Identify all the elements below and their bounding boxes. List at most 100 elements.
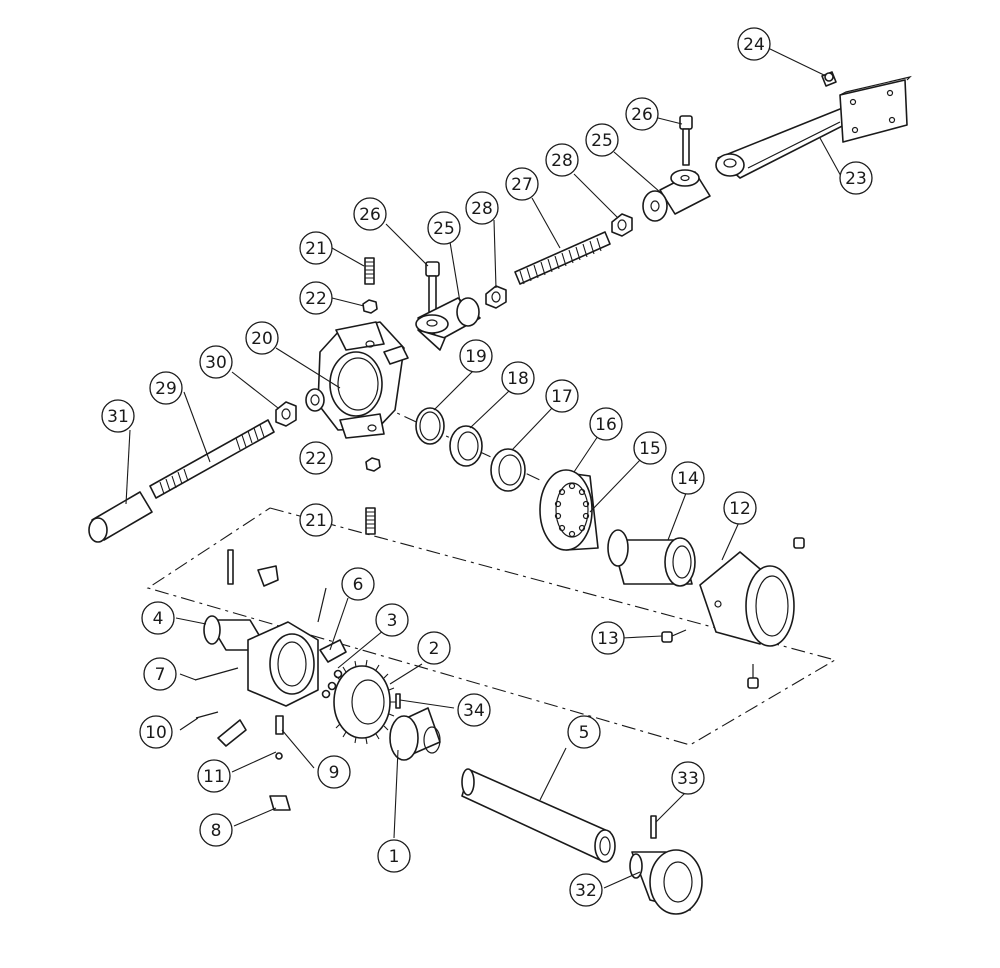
part-20-bracket <box>317 321 409 439</box>
callout-9: 9 <box>317 755 351 789</box>
callout-7: 7 <box>143 657 177 691</box>
part-34-pin <box>395 693 401 709</box>
callout-label: 3 <box>387 611 398 631</box>
leader-lines <box>125 47 843 889</box>
callout-28: 28 <box>545 143 579 177</box>
callout-circle <box>569 873 603 907</box>
part-11-ball <box>275 752 283 760</box>
callout-circle <box>299 441 333 475</box>
part-27-threaded-rod <box>514 231 611 285</box>
callout-circle <box>199 345 233 379</box>
callout-label: 31 <box>107 407 129 427</box>
callout-circle <box>245 321 279 355</box>
part-12-top-screw <box>793 537 805 549</box>
callout-20: 20 <box>245 321 279 355</box>
callout-31: 31 <box>101 399 135 433</box>
callout-circle <box>299 281 333 315</box>
callout-label: 20 <box>251 329 273 349</box>
part-9-spring <box>275 715 284 735</box>
callout-label: 5 <box>579 723 590 743</box>
callout-label: 25 <box>591 131 613 151</box>
part-28-upper-nut <box>611 213 633 237</box>
callout-24: 24 <box>737 27 771 61</box>
part-4-body <box>203 615 319 707</box>
callout-25: 25 <box>585 123 619 157</box>
part-18-washer <box>449 425 483 467</box>
callout-label: 14 <box>677 469 699 489</box>
callout-22: 22 <box>299 281 333 315</box>
callout-label: 24 <box>743 35 765 55</box>
subassembly-boundary <box>146 507 837 746</box>
callout-6: 6 <box>341 567 375 601</box>
callout-15: 15 <box>633 431 667 465</box>
part-5-tube <box>461 768 616 863</box>
callout-circle <box>723 491 757 525</box>
callout-34: 34 <box>457 693 491 727</box>
callout-circle <box>625 97 659 131</box>
callout-2: 2 <box>417 631 451 665</box>
callout-29: 29 <box>149 371 183 405</box>
callout-label: 27 <box>511 175 533 195</box>
part-26-lower-cap-screw <box>425 261 440 313</box>
callout-19: 19 <box>459 339 493 373</box>
callout-label: 19 <box>465 347 487 367</box>
callout-layer: 1234567891011121314151617181920212122222… <box>101 27 873 907</box>
callout-1: 1 <box>377 839 411 873</box>
callout-circle <box>299 503 333 537</box>
callout-circle <box>417 631 451 665</box>
callout-label: 23 <box>845 169 867 189</box>
part-4-top-pin <box>227 549 234 585</box>
callout-circle <box>589 407 623 441</box>
part-1-bushing <box>389 707 441 761</box>
callout-circle <box>139 715 173 749</box>
callout-26: 26 <box>353 197 387 231</box>
callout-label: 10 <box>145 723 167 743</box>
callout-circle <box>197 759 231 793</box>
callout-label: 18 <box>507 369 529 389</box>
callout-circle <box>199 813 233 847</box>
part-10-lever <box>217 719 247 747</box>
callout-label: 22 <box>305 289 327 309</box>
callout-label: 28 <box>551 151 573 171</box>
callout-label: 25 <box>433 219 455 239</box>
part-6-latch <box>317 587 347 663</box>
callout-circle <box>567 715 601 749</box>
callout-circle <box>377 839 411 873</box>
part-28-lower-nut <box>485 285 507 309</box>
callout-circle <box>505 167 539 201</box>
callout-label: 11 <box>203 767 225 787</box>
callout-label: 9 <box>329 763 340 783</box>
callout-label: 6 <box>353 575 364 595</box>
callout-4: 4 <box>141 601 175 635</box>
callout-circle <box>671 461 705 495</box>
part-7-pin <box>194 667 239 681</box>
callout-circle <box>141 601 175 635</box>
callout-17: 17 <box>545 379 579 413</box>
callout-33: 33 <box>671 761 705 795</box>
callout-26: 26 <box>625 97 659 131</box>
callout-label: 21 <box>305 511 327 531</box>
callout-12: 12 <box>723 491 757 525</box>
callout-label: 32 <box>575 881 597 901</box>
part-32-end-cap <box>629 849 703 915</box>
part-13-screw <box>661 629 687 643</box>
callout-label: 4 <box>153 609 164 629</box>
callout-circle <box>671 761 705 795</box>
callout-28: 28 <box>465 191 499 225</box>
callout-circle <box>633 431 667 465</box>
part-15-ball-ring <box>554 482 590 538</box>
callout-21: 21 <box>299 503 333 537</box>
callout-21: 21 <box>299 231 333 265</box>
part-26-upper-cap-screw <box>679 115 693 166</box>
callout-circle <box>545 379 579 413</box>
part-17-lock-nut <box>490 448 526 492</box>
callout-circle <box>317 755 351 789</box>
part-33-pin <box>650 815 657 839</box>
callout-label: 13 <box>597 629 619 649</box>
callout-10: 10 <box>139 715 173 749</box>
part-8-latch <box>269 795 291 811</box>
callout-13: 13 <box>591 621 625 655</box>
callout-circle <box>149 371 183 405</box>
callout-32: 32 <box>569 873 603 907</box>
